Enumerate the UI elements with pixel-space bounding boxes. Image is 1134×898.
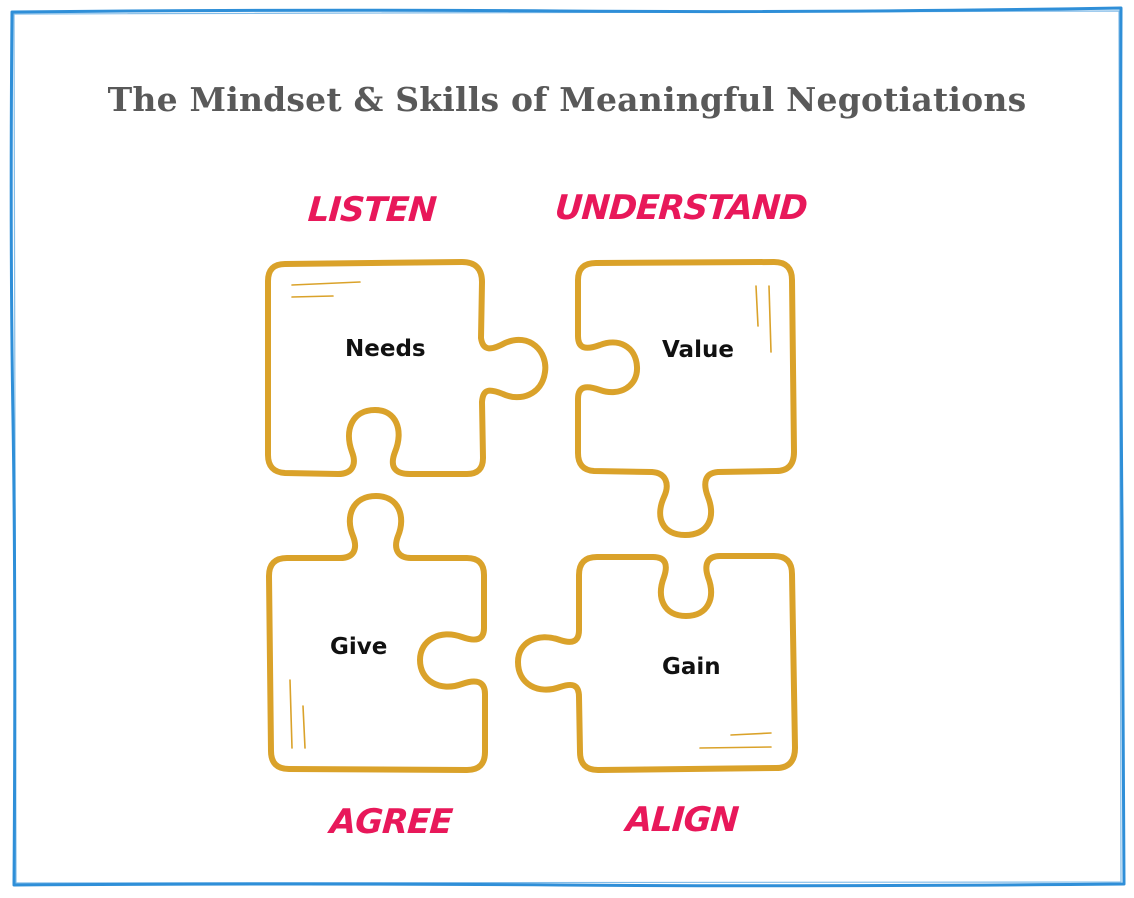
verb-align: ALIGN <box>624 800 740 840</box>
highlight-stroke <box>291 281 361 286</box>
verb-agree: AGREE <box>328 802 454 842</box>
piece-label-gain: Gain <box>662 654 721 680</box>
highlight-stroke <box>291 295 334 298</box>
verb-listen: LISTEN <box>306 190 438 230</box>
piece-label-needs: Needs <box>345 336 426 362</box>
piece-label-value: Value <box>662 337 734 363</box>
page-title: The Mindset & Skills of Meaningful Negot… <box>107 80 1027 119</box>
piece-label-give: Give <box>330 634 388 660</box>
highlight-stroke <box>730 732 772 736</box>
puzzle-piece-give <box>266 493 488 773</box>
highlight-stroke <box>768 285 772 353</box>
puzzle-piece-gain <box>515 553 798 773</box>
highlight-stroke <box>302 705 306 749</box>
highlight-stroke <box>755 285 759 327</box>
verb-understand: UNDERSTAND <box>553 188 809 228</box>
puzzle-piece-value <box>575 259 797 538</box>
puzzle-piece-needs <box>265 259 549 477</box>
highlight-stroke <box>289 679 293 749</box>
highlight-stroke <box>699 746 772 749</box>
